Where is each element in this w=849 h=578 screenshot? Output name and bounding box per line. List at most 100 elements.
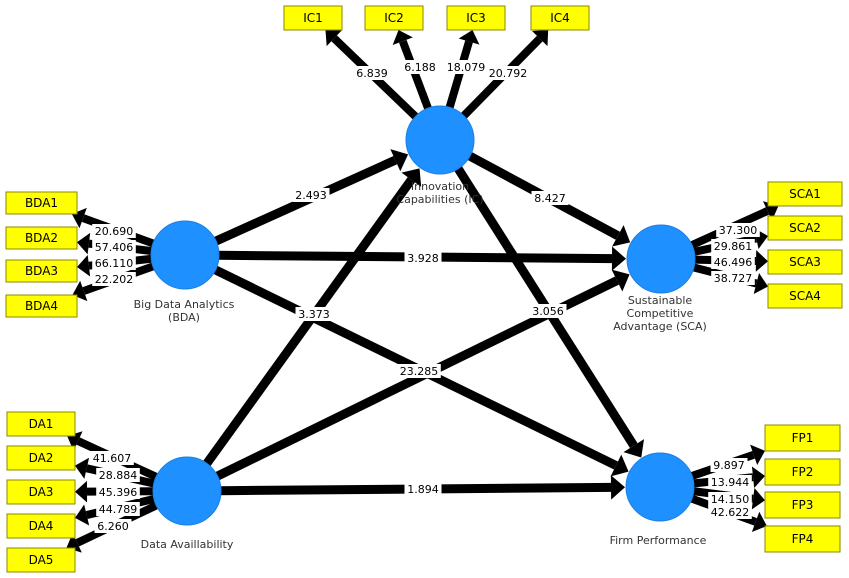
indicator-ic4[interactable]: IC4: [530, 5, 590, 31]
loading-value-sca2-text: 29.861: [714, 240, 753, 253]
path-value-da-fp-bg: [404, 482, 442, 496]
path-arrow-bda-to-fp-head: [610, 454, 629, 477]
construct-name-line: Firm Performance: [610, 534, 707, 547]
indicator-box: [764, 458, 841, 486]
indicator-label: IC4: [550, 11, 570, 25]
indicator-label: IC2: [384, 11, 404, 25]
indicator-sca4[interactable]: SCA4: [767, 283, 843, 309]
loading-value-sca1-text: 37.300: [719, 224, 758, 237]
loading-arrow-sca4-head: [753, 273, 768, 294]
indicator-sca2[interactable]: SCA2: [767, 215, 843, 241]
path-arrow-da-to-sca-head: [611, 269, 630, 292]
path-value-da-fp: 1.894: [404, 482, 442, 496]
indicator-ic2[interactable]: IC2: [364, 5, 424, 31]
loading-value-da2-text: 28.884: [99, 469, 138, 482]
construct-da[interactable]: Data Availlability: [141, 456, 234, 551]
construct-fp[interactable]: Firm Performance: [610, 452, 707, 547]
path-value-ic-fp: 3.056: [529, 304, 567, 318]
path-value-bda-ic-text: 2.493: [295, 189, 327, 202]
loading-arrow-ic4-head: [532, 30, 549, 47]
indicator-label: SCA3: [789, 255, 821, 269]
indicator-fp2[interactable]: FP2: [764, 458, 841, 486]
indicator-ic1[interactable]: IC1: [283, 5, 343, 31]
path-value-bda-ic-bg: [292, 188, 330, 202]
indicator-box: [5, 294, 78, 318]
loading-arrow-ic2: [392, 30, 433, 112]
construct-name-line: Competitive: [627, 307, 694, 320]
indicator-bda2[interactable]: BDA2: [5, 226, 78, 250]
indicator-bda4[interactable]: BDA4: [5, 294, 78, 318]
indicator-label: BDA4: [25, 299, 58, 313]
path-value-bda-ic: 2.493: [292, 188, 330, 202]
loading-value-da4-text: 44.789: [99, 503, 138, 516]
loading-arrow-da4-head: [75, 504, 90, 526]
indicator-label: IC3: [466, 11, 486, 25]
loading-value-sca2: 29.861: [711, 239, 755, 253]
path-value-bda-sca-text: 3.928: [407, 252, 439, 265]
indicator-label: DA1: [29, 417, 54, 431]
indicator-da4[interactable]: DA4: [6, 513, 76, 539]
indicator-da1[interactable]: DA1: [6, 411, 76, 437]
indicator-da2[interactable]: DA2: [6, 445, 76, 471]
loading-arrow-ic3: [445, 30, 480, 111]
path-arrow-bda-to-sca-head: [611, 246, 627, 271]
indicator-fp3[interactable]: FP3: [764, 491, 841, 519]
loading-value-da1-text: 41.607: [93, 452, 132, 465]
loading-value-da2: 28.884: [96, 468, 140, 482]
path-arrow-ic-to-fp-head: [623, 439, 645, 458]
path-arrow-ic-to-sca-head: [612, 225, 631, 247]
loading-value-bda1: 20.690: [92, 224, 136, 238]
loading-value-da4: 44.789: [96, 502, 140, 516]
path-value-da-ic-text: 3.373: [298, 308, 330, 321]
construct-bda[interactable]: Big Data Analytics(BDA): [134, 220, 235, 324]
indicator-ic3[interactable]: IC3: [446, 5, 506, 31]
indicator-box: [6, 411, 76, 437]
construct-name-line: Big Data Analytics: [134, 298, 235, 311]
indicator-label: DA4: [29, 519, 54, 533]
loading-value-sca3-text: 46.496: [714, 256, 753, 269]
loading-arrow-da2-head: [75, 457, 90, 479]
indicator-label: SCA2: [789, 221, 821, 235]
loading-value-da5-bg: [94, 519, 132, 533]
loading-value-ic1-bg: [353, 66, 391, 80]
indicator-box: [283, 5, 343, 31]
loading-arrow-fp2-head: [751, 466, 765, 488]
indicator-box: [446, 5, 506, 31]
indicator-da3[interactable]: DA3: [6, 479, 76, 505]
loading-value-sca1: 37.300: [716, 223, 760, 237]
loading-arrow-bda3-head: [77, 254, 91, 277]
construct-circle: [626, 224, 696, 294]
construct-name-line: Capabilities (IC): [396, 193, 483, 206]
loading-value-ic3-text: 18.079: [447, 61, 486, 74]
loading-value-sca4-text: 38.727: [714, 272, 753, 285]
path-value-bda-fp-bg: [397, 364, 441, 378]
loading-value-fp1-text: 9.897: [713, 459, 745, 472]
indicator-box: [764, 491, 841, 519]
indicator-label: SCA1: [789, 187, 821, 201]
path-arrow-da-to-fp-head: [610, 475, 626, 500]
loading-value-fp4-text: 42.622: [711, 506, 750, 519]
indicator-sca1[interactable]: SCA1: [767, 181, 843, 207]
loading-value-fp1: 9.897: [710, 458, 748, 472]
indicator-box: [764, 525, 841, 553]
loading-value-bda4: 22.202: [92, 272, 136, 286]
path-value-ic-fp-text: 3.056: [532, 305, 564, 318]
indicator-fp1[interactable]: FP1: [764, 424, 841, 452]
path-value-ic-fp-bg: [529, 304, 567, 318]
construct-circle: [405, 105, 475, 175]
loading-value-fp2: 13.944: [708, 475, 752, 489]
path-arrow-bda-to-ic-head: [390, 149, 409, 172]
indicator-bda1[interactable]: BDA1: [5, 191, 78, 215]
loading-value-sca3: 46.496: [711, 255, 755, 269]
indicator-sca3[interactable]: SCA3: [767, 249, 843, 275]
indicator-box: [767, 181, 843, 207]
indicator-fp4[interactable]: FP4: [764, 525, 841, 553]
path-value-bda-fp: 23.285: [397, 364, 441, 378]
loading-value-ic1-text: 6.839: [356, 67, 388, 80]
indicator-box: [6, 513, 76, 539]
indicator-bda3[interactable]: BDA3: [5, 259, 78, 283]
indicator-da5[interactable]: DA5: [6, 547, 76, 573]
